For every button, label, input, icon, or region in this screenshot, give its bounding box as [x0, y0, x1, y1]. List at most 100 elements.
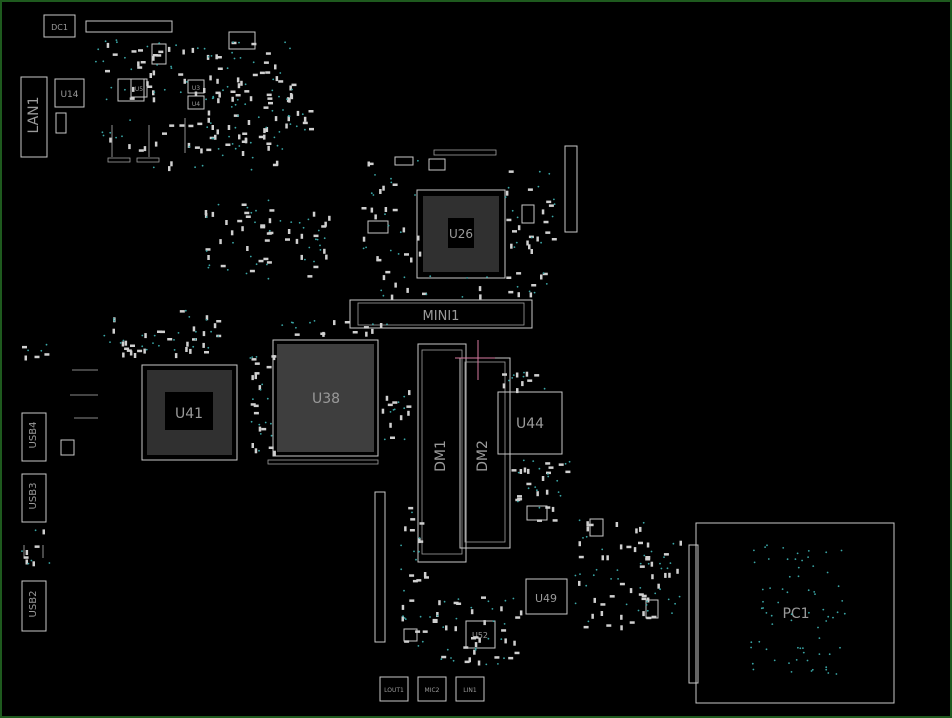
via: [295, 326, 297, 329]
smd-pad: [266, 261, 272, 264]
smd-pad: [537, 519, 542, 522]
smd-pad: [422, 630, 428, 633]
via: [512, 597, 515, 600]
smd-pad: [112, 53, 118, 56]
via: [386, 323, 388, 326]
via: [474, 647, 477, 650]
smd-pad: [34, 545, 40, 548]
via: [130, 68, 133, 71]
smd-pad: [285, 123, 288, 129]
smd-pad: [324, 221, 327, 227]
smd-pad: [379, 189, 382, 194]
smd-pad: [483, 620, 486, 626]
via: [419, 615, 422, 618]
via: [807, 556, 809, 558]
smd-pad: [152, 54, 158, 57]
smd-pad: [32, 561, 35, 567]
via: [457, 598, 460, 600]
smd-pad: [268, 231, 274, 235]
smd-pads: [22, 41, 682, 666]
via: [777, 601, 780, 604]
via: [455, 617, 458, 620]
via: [203, 47, 206, 50]
via: [647, 562, 650, 565]
smd-pad: [409, 599, 415, 602]
smd-pad: [615, 522, 619, 527]
via: [802, 651, 805, 654]
smd-pad: [189, 348, 192, 354]
smd-pad: [422, 292, 427, 296]
via: [797, 575, 800, 578]
u44-support: [526, 505, 548, 521]
via: [486, 276, 488, 278]
smd-pad: [244, 211, 250, 215]
via: [610, 578, 612, 580]
lout1-jack: LOUT1: [379, 676, 409, 702]
top-ic: [228, 31, 256, 50]
smd-pad: [352, 331, 358, 334]
smd-pad: [384, 207, 388, 212]
smd-pad: [263, 128, 266, 134]
via: [667, 598, 670, 601]
via: [238, 145, 241, 147]
smd-pad: [578, 580, 581, 586]
via: [761, 588, 764, 591]
smd-pad: [253, 404, 259, 408]
u52-chip: U52: [465, 620, 496, 649]
via: [585, 535, 588, 538]
smd-pad: [206, 148, 212, 152]
via: [574, 574, 577, 577]
via: [753, 561, 756, 564]
smd-pad: [207, 117, 210, 123]
smd-pad: [504, 638, 507, 644]
via: [786, 558, 789, 561]
u44-label: U44: [516, 416, 544, 432]
via: [522, 459, 525, 462]
via: [234, 147, 237, 150]
smd-pad: [218, 92, 221, 98]
smd-pad: [494, 656, 500, 659]
dc1-label: DC1: [51, 23, 68, 32]
smd-pad: [645, 558, 651, 561]
smd-pad: [417, 235, 420, 241]
smd-pad: [140, 61, 146, 64]
smd-pad: [363, 326, 369, 329]
via: [390, 177, 392, 180]
smd-pad: [546, 200, 552, 204]
smd-pad: [266, 142, 272, 145]
via: [244, 103, 247, 106]
smd-pad: [160, 330, 165, 334]
smd-pad: [129, 97, 135, 100]
smd-pad: [138, 149, 144, 152]
via: [537, 185, 540, 188]
smd-pad: [219, 239, 222, 245]
smd-pad: [258, 385, 262, 391]
smd-pad: [129, 350, 133, 356]
via: [551, 215, 554, 218]
smd-pad: [273, 450, 276, 456]
smd-pad: [432, 618, 438, 622]
smd-pad: [274, 116, 278, 122]
u44-chip: U44: [497, 391, 563, 455]
smd-pad: [541, 209, 545, 215]
via: [254, 221, 256, 224]
via: [403, 276, 406, 279]
via: [281, 324, 284, 326]
smd-pad: [389, 422, 392, 428]
smd-pad: [402, 227, 406, 233]
via: [470, 606, 473, 609]
via: [403, 589, 405, 592]
smd-pad: [241, 140, 247, 143]
via: [323, 237, 326, 240]
smd-pad: [473, 649, 476, 655]
via: [543, 387, 546, 390]
u41-chip: U41: [141, 364, 238, 461]
smd-pad: [629, 621, 635, 624]
top-header: [85, 20, 173, 33]
smd-pad: [268, 101, 273, 105]
via: [403, 407, 406, 410]
via: [281, 148, 284, 150]
via: [122, 339, 125, 342]
smd-pad: [536, 491, 539, 497]
